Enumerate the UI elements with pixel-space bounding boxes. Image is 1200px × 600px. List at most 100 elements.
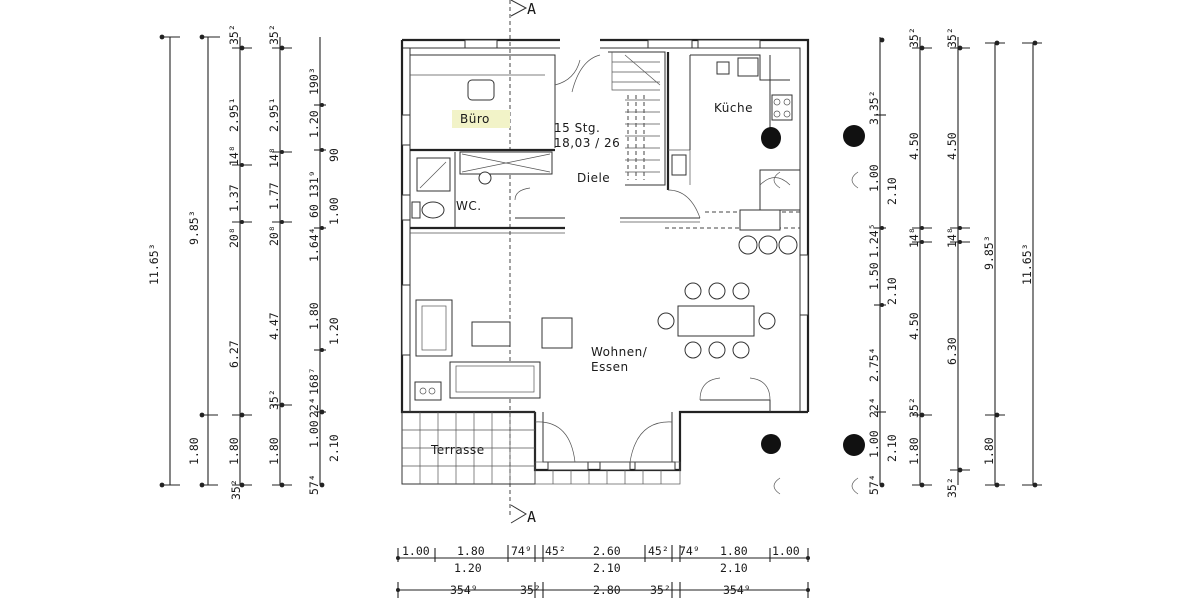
window-kitchen — [697, 39, 761, 49]
dim-right-col1-k: 2.10 — [885, 434, 899, 462]
kitchen-sink — [737, 57, 759, 77]
dim-right-col2-f: 1.80 — [907, 437, 921, 465]
room-label-dining: Essen — [591, 360, 629, 374]
dim-right-col2-a: 35² — [907, 27, 921, 48]
dim-bottom-row3-4: 354⁹ — [723, 583, 751, 597]
dim-right-col5-a: 11.65³ — [1020, 243, 1034, 285]
toilet — [421, 201, 445, 219]
window-bay-mid — [599, 461, 631, 471]
office-chair — [467, 79, 495, 101]
window-right-living — [799, 254, 809, 316]
room-label-living: Wohnen/ — [591, 345, 648, 359]
dim-bottom-row1-3: 45² — [545, 544, 566, 558]
room-labels: Büro Küche 15 Stg. 18,03 / 26 Diele WC. … — [430, 101, 753, 457]
dim-left-col3-base: 35² — [229, 479, 243, 500]
dim-right-col1-j: 2.10 — [885, 277, 899, 305]
dim-left-col4-h: 35² — [267, 389, 281, 410]
dim-left-col4-g: 4.47 — [267, 312, 281, 340]
dining-chair — [732, 341, 750, 359]
stair-ratio-label: 18,03 / 26 — [554, 136, 620, 150]
furniture — [411, 57, 798, 463]
dim-left-col3-b: 2.95¹ — [227, 97, 241, 132]
dim-left-col3-a: 35² — [227, 24, 241, 45]
window-wc — [401, 194, 411, 221]
stove — [414, 381, 442, 401]
dim-left-col4-b: 2.95¹ — [267, 97, 281, 132]
dim-right-col1-h: 57⁴ — [867, 474, 881, 495]
dining-chair — [758, 312, 776, 330]
dim-bottom-row1-7: 1.80 — [720, 544, 748, 558]
dim-right-col4-b: 1.80 — [982, 437, 996, 465]
dim-right-col1-c: 1.24⁵ — [867, 223, 881, 258]
dim-left-col3-i: 1.80 — [227, 437, 241, 465]
sofa — [449, 361, 541, 399]
dining-chair — [708, 341, 726, 359]
dim-right-col3-e: 35² — [945, 477, 959, 498]
dim-right-col3-a: 35² — [945, 27, 959, 48]
dim-right-col2-d: 4.50 — [907, 312, 921, 340]
dim-left-col5-g: 1.80 — [307, 302, 321, 330]
dim-right-col4-a: 9.85³ — [982, 235, 996, 270]
dim-bottom-row1-2: 74⁹ — [511, 544, 532, 558]
dim-bottom-row3-1: 35² — [520, 583, 541, 597]
dim-bottom-row1-6: 74⁹ — [679, 544, 700, 558]
room-label-wc: WC. — [456, 199, 482, 213]
dining-table — [677, 305, 755, 337]
room-label-terrace: Terrasse — [430, 443, 485, 457]
dim-bottom-row3-0: 354⁹ — [450, 583, 478, 597]
dim-left-col5-a: 190³ — [307, 67, 321, 95]
dim-left-col5-d: 131⁹ — [307, 170, 321, 198]
dining-chair — [732, 282, 750, 300]
kitchen-corner — [759, 169, 801, 211]
wc-cistern — [411, 201, 421, 219]
dining-chair — [684, 282, 702, 300]
dim-right-col1-g: 1.00 — [867, 430, 881, 458]
room-label-kitchen: Küche — [714, 101, 753, 115]
section-line: A A — [509, 0, 536, 526]
dim-right-col1-i: 2.10 — [885, 177, 899, 205]
dim-right-col1-b: 1.00 — [867, 164, 881, 192]
dim-left-col2-bottom: 1.80 — [187, 437, 201, 465]
office-label-highlight — [452, 110, 510, 128]
stool — [738, 235, 758, 255]
dim-right-col1-e: 2.75⁴ — [867, 347, 881, 382]
dining-chair — [684, 341, 702, 359]
left-dimension-chains: 11.65³ 9.85³ 1.80 35² 2.95¹ 14⁸ 1.37 20⁸… — [147, 24, 341, 500]
window-bay-right — [634, 461, 676, 471]
dim-left-col4-e: 20⁸ — [267, 225, 281, 246]
kitchen-tap — [716, 61, 730, 75]
dim-bottom-row2-0: 1.20 — [454, 561, 482, 575]
dim-bottom-row2-2: 2.10 — [720, 561, 748, 575]
coffee-table — [471, 321, 511, 347]
dim-left-col5-h: 1.20 — [327, 317, 341, 345]
dim-right-col3-b: 4.50 — [945, 132, 959, 160]
dim-left-col5-i: 168⁷ — [307, 367, 321, 395]
dim-bottom-row2-1: 2.10 — [593, 561, 621, 575]
interior-walls — [410, 51, 801, 234]
dim-left-col4-a: 35² — [267, 24, 281, 45]
window-left-office — [401, 114, 411, 146]
kitchen-counter-low — [739, 209, 781, 231]
dim-bottom-row3-3: 35² — [650, 583, 671, 597]
dim-left-col4-f: 1.64⁴ — [307, 227, 321, 262]
dim-left-col4-i2: 57⁴ — [307, 474, 321, 495]
dim-right-col2-b: 4.50 — [907, 132, 921, 160]
dining-chair — [657, 312, 675, 330]
dim-left-col5-c: 90 — [327, 148, 341, 162]
window-bay-left — [547, 461, 589, 471]
window-stairs — [647, 39, 693, 49]
stool — [758, 235, 778, 255]
dim-left-col4-d: 1.77 — [267, 182, 281, 210]
dim-left-col2-top: 9.85³ — [187, 210, 201, 245]
room-label-office: Büro — [460, 112, 490, 126]
room-label-hall: Diele — [577, 171, 610, 185]
dim-right-col1-a: 3.35² — [867, 90, 881, 125]
dim-bottom-row1-4: 2.60 — [593, 544, 621, 558]
armchair-left — [415, 299, 453, 357]
wc-sink — [478, 171, 492, 185]
dim-left-col3-c: 14⁸ — [227, 145, 241, 166]
dim-left-col4-c: 14⁸ — [267, 147, 281, 168]
dim-left-col5-e: 60 — [307, 204, 321, 218]
dining-chair — [708, 282, 726, 300]
